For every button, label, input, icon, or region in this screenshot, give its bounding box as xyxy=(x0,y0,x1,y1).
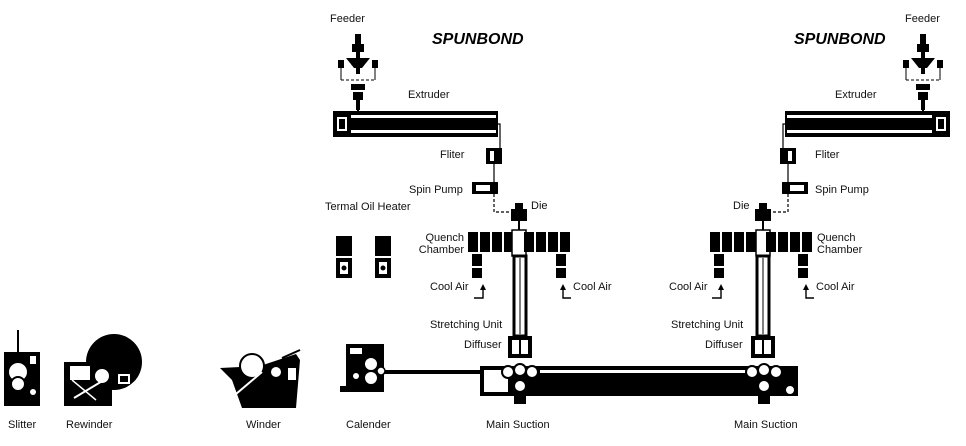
stretching-unit-label-left: Stretching Unit xyxy=(430,319,503,331)
filter-label-right: Fliter xyxy=(815,149,840,161)
diffuser-label-left: Diffuser xyxy=(464,339,502,351)
quench-chamber-label-left: Quench Chamber xyxy=(411,232,464,256)
cool-air-label-4: Cool Air xyxy=(816,281,855,293)
die-label-left: Die xyxy=(531,200,548,212)
calender-label: Calender xyxy=(346,419,391,431)
forming-conveyor xyxy=(480,363,798,404)
rewinder-machine xyxy=(64,334,142,406)
right-main-suction-duct xyxy=(758,396,770,404)
right-beam xyxy=(710,33,950,358)
spunbond-title-left: SPUNBOND xyxy=(432,31,524,48)
slitter-machine xyxy=(4,330,40,406)
left-die xyxy=(515,203,523,209)
spin-pump-label-left: Spin Pump xyxy=(409,184,463,196)
quench-line2-right: Chamber xyxy=(817,244,863,256)
spunbond-title-right: SPUNBOND xyxy=(794,31,886,48)
left-quench-right xyxy=(524,232,570,278)
extruder-label-left: Extruder xyxy=(408,89,450,101)
filter-label-left: Fliter xyxy=(440,149,465,161)
right-extruder-barrel xyxy=(785,111,950,137)
main-suction-label-left: Main Suction xyxy=(486,419,550,431)
termal-oil-heater xyxy=(336,236,391,278)
spin-pump-label-right: Spin Pump xyxy=(815,184,869,196)
left-suction-rolls xyxy=(501,363,539,379)
right-quench-left xyxy=(710,232,756,278)
quench-line1-left: Quench xyxy=(425,232,464,244)
cool-air-label-3: Cool Air xyxy=(669,281,708,293)
left-beam xyxy=(333,33,571,358)
cool-air-label-1: Cool Air xyxy=(430,281,469,293)
left-main-suction-duct xyxy=(514,396,526,404)
cool-air-label-2: Cool Air xyxy=(573,281,612,293)
diffuser-label-right: Diffuser xyxy=(705,339,743,351)
quench-line2-left: Chamber xyxy=(418,244,464,256)
left-feeder-hopper xyxy=(337,33,379,111)
right-suction-rolls xyxy=(745,363,783,379)
right-quench-right xyxy=(766,232,812,278)
die-label-right: Die xyxy=(733,200,750,212)
feeder-label-left: Feeder xyxy=(330,13,365,25)
winder-label: Winder xyxy=(246,419,281,431)
left-quench-left xyxy=(468,232,514,278)
quench-chamber-label-right: Quench Chamber xyxy=(817,232,862,256)
stretching-unit-label-right: Stretching Unit xyxy=(671,319,744,331)
right-feeder-hopper xyxy=(902,33,944,111)
calender-machine xyxy=(340,344,386,392)
right-die xyxy=(759,203,767,209)
winder-machine xyxy=(220,349,301,408)
termal-oil-heater-label: Termal Oil Heater xyxy=(325,201,411,213)
feeder-label-right: Feeder xyxy=(905,13,940,25)
rewinder-label: Rewinder xyxy=(66,419,113,431)
main-suction-label-right: Main Suction xyxy=(734,419,798,431)
extruder-label-right: Extruder xyxy=(835,89,877,101)
left-melt-pipe xyxy=(497,123,501,148)
slitter-label: Slitter xyxy=(8,419,37,431)
left-extruder-barrel xyxy=(333,111,498,137)
quench-line1-right: Quench xyxy=(817,232,856,244)
